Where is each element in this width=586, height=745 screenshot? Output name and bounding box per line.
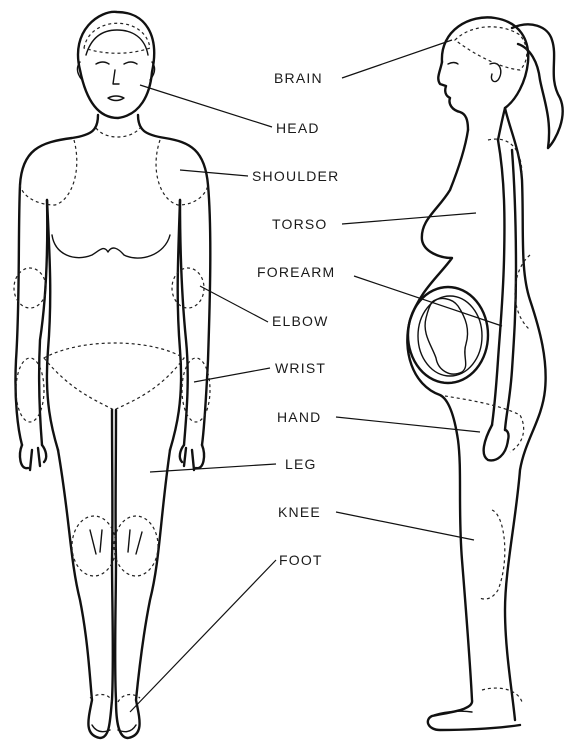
leader-torso <box>342 213 476 224</box>
label-shoulder: SHOULDER <box>252 168 339 184</box>
front-right-toes <box>118 725 136 732</box>
leader-shoulder <box>180 170 248 176</box>
labels: BRAIN HEAD SHOULDER TORSO FOREARM ELBOW … <box>252 70 339 568</box>
leader-foot <box>130 560 276 712</box>
front-neck-shoulder-left <box>15 115 98 445</box>
front-figure <box>14 12 210 738</box>
leader-knee <box>336 512 474 540</box>
label-forearm: FOREARM <box>257 264 335 280</box>
front-neck-zone <box>96 128 140 137</box>
side-face-profile <box>438 62 468 130</box>
label-hand: HAND <box>277 409 321 425</box>
side-head-outline <box>442 17 528 140</box>
side-shoulder-zone <box>488 139 522 175</box>
side-ankle-zone <box>482 688 522 702</box>
label-elbow: ELBOW <box>272 313 329 329</box>
side-back <box>505 108 546 720</box>
front-right-shoulder-zone <box>156 140 208 205</box>
front-ears <box>77 62 154 80</box>
front-pelvis-zone <box>44 343 184 410</box>
front-right-hand <box>180 445 204 470</box>
front-left-toes <box>92 725 110 732</box>
fetus-womb <box>408 287 488 383</box>
front-right-inner-arm <box>180 200 188 445</box>
label-foot: FOOT <box>279 552 323 568</box>
side-arm-inner <box>505 150 516 430</box>
front-nose <box>113 70 119 84</box>
side-ponytail <box>512 24 563 148</box>
label-brain: BRAIN <box>274 70 323 86</box>
side-ear <box>490 63 501 81</box>
side-eye <box>448 63 458 65</box>
side-figure <box>407 17 562 730</box>
front-left-hand <box>20 445 46 470</box>
front-chest <box>52 235 170 258</box>
fetus-body <box>425 299 467 375</box>
front-left-shoulder-zone <box>20 140 77 205</box>
label-wrist: WRIST <box>275 360 326 376</box>
label-torso: TORSO <box>272 216 328 232</box>
front-right-leg <box>115 410 170 738</box>
label-knee: KNEE <box>278 504 321 520</box>
leader-head <box>140 85 272 127</box>
front-neck-shoulder-right <box>138 115 210 445</box>
front-left-inner-arm <box>39 200 47 445</box>
front-eyes <box>96 62 137 64</box>
leader-forearm <box>354 276 502 326</box>
leader-brain <box>342 40 452 78</box>
side-knee-zone <box>480 510 505 599</box>
leader-wrist <box>194 368 270 382</box>
label-head: HEAD <box>276 120 320 136</box>
side-hand <box>484 425 509 460</box>
side-arm-outer <box>492 140 504 425</box>
front-torso-right <box>170 200 181 450</box>
leader-hand <box>336 417 480 432</box>
front-right-knee-zone <box>114 516 158 576</box>
label-leg: LEG <box>285 456 317 472</box>
front-mouth <box>108 96 124 101</box>
front-head-outline <box>78 12 154 118</box>
